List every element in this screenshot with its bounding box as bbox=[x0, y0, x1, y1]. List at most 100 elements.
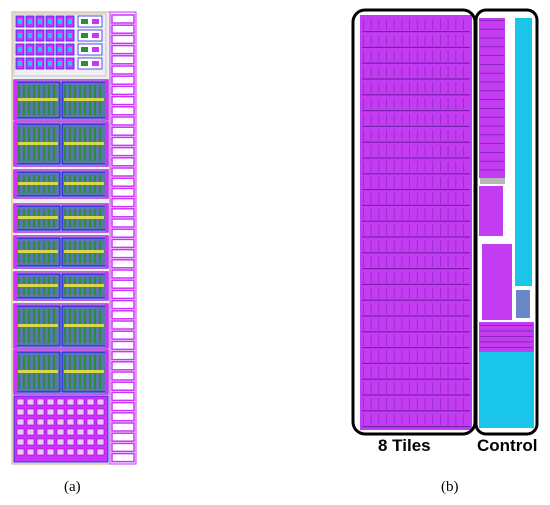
tile-column-line bbox=[447, 303, 449, 315]
tile-column-line bbox=[409, 319, 410, 331]
tile-column-line bbox=[378, 319, 380, 331]
tile-column-line bbox=[401, 256, 403, 267]
tile-column-line bbox=[386, 177, 387, 188]
control-band-line bbox=[480, 341, 533, 343]
tile-column-line bbox=[386, 145, 387, 157]
cell-rail bbox=[64, 182, 104, 185]
tile-column-line bbox=[432, 98, 434, 109]
control-small-cells bbox=[516, 290, 530, 318]
control-row-line bbox=[480, 108, 504, 109]
tile-column-line bbox=[401, 50, 403, 62]
tile-column-line bbox=[378, 50, 380, 62]
tile-column-line bbox=[447, 208, 449, 220]
tile-column-line bbox=[447, 366, 449, 378]
tile-column-line bbox=[416, 82, 418, 94]
tile-column-line bbox=[370, 145, 372, 157]
control-cyan-column bbox=[515, 18, 532, 286]
pad-cell bbox=[111, 44, 135, 55]
tile-column-line bbox=[393, 98, 395, 109]
tile-column-line bbox=[424, 208, 426, 220]
tile-row-divider bbox=[362, 31, 470, 33]
tile-column-line bbox=[463, 34, 464, 46]
band-edge bbox=[14, 80, 17, 120]
tile-column-line bbox=[393, 398, 395, 410]
tile-column-line bbox=[440, 414, 441, 425]
tile-column-line bbox=[378, 145, 380, 157]
tile-column-line bbox=[409, 303, 410, 315]
tile-column-line bbox=[463, 256, 464, 267]
tile-column-line bbox=[386, 382, 387, 394]
tile-column-line bbox=[424, 145, 426, 157]
pad-cell bbox=[111, 218, 135, 228]
tile-row-divider bbox=[362, 110, 470, 112]
tile-row-divider bbox=[362, 268, 470, 270]
tile-column-line bbox=[447, 319, 449, 331]
tiles-grid bbox=[362, 19, 470, 428]
panel-a-caption: (a) bbox=[64, 479, 81, 495]
tile-column-line bbox=[363, 256, 364, 267]
tile-column-line bbox=[416, 50, 418, 62]
tile-column-line bbox=[386, 335, 387, 346]
bottom-cell bbox=[36, 438, 45, 446]
tile-column-line bbox=[378, 366, 380, 378]
tile-column-line bbox=[378, 19, 380, 30]
pad-cell bbox=[111, 412, 135, 422]
band-edge bbox=[105, 204, 108, 232]
tile-column-line bbox=[401, 240, 403, 252]
bottom-cell bbox=[46, 438, 55, 446]
tile-column-line bbox=[378, 335, 380, 346]
tile-column-line bbox=[440, 129, 441, 141]
top-side-core bbox=[81, 61, 88, 66]
top-side-core bbox=[81, 19, 88, 24]
tile-column-line bbox=[447, 161, 449, 173]
tile-row-divider bbox=[362, 189, 470, 191]
tile-column-line bbox=[424, 50, 426, 62]
band-edge bbox=[14, 204, 17, 232]
pad-cell bbox=[111, 95, 135, 106]
control-row-line bbox=[480, 160, 504, 162]
tile-column-line bbox=[440, 271, 441, 283]
band-edge bbox=[105, 122, 108, 166]
top-side-cell bbox=[77, 15, 103, 28]
pad-cell bbox=[111, 14, 135, 24]
tile-column-line bbox=[401, 350, 403, 362]
tile-column-line bbox=[424, 256, 426, 267]
tile-column-line bbox=[463, 398, 464, 410]
pad-cell bbox=[111, 116, 135, 126]
tile-row-divider bbox=[362, 252, 470, 254]
tile-column-line bbox=[363, 240, 364, 252]
pad-cell bbox=[111, 299, 135, 310]
pad-cell bbox=[111, 340, 135, 351]
top-cell-core bbox=[48, 61, 52, 66]
tile-column-line bbox=[370, 129, 372, 141]
tile-column-line bbox=[432, 50, 434, 62]
tile-column-line bbox=[378, 129, 380, 141]
tile-column-line bbox=[440, 34, 441, 46]
tile-row-divider bbox=[362, 378, 470, 380]
tile-row-divider bbox=[362, 204, 470, 206]
control-row-line bbox=[480, 134, 504, 136]
cell-rail bbox=[64, 284, 104, 287]
tile-column-line bbox=[378, 34, 380, 46]
tile-column-line bbox=[455, 129, 457, 141]
top-side-core bbox=[92, 19, 99, 24]
tile-column-line bbox=[440, 50, 441, 62]
tile-column-line bbox=[401, 366, 403, 378]
control-row-line bbox=[480, 64, 504, 65]
top-cell-core bbox=[68, 19, 72, 24]
tile-column-line bbox=[401, 113, 403, 125]
tile-column-line bbox=[409, 224, 410, 236]
pad-cell bbox=[111, 136, 135, 147]
control-row-line bbox=[480, 81, 504, 83]
tile-column-line bbox=[424, 414, 426, 425]
tile-column-line bbox=[455, 319, 457, 331]
tile-column-line bbox=[440, 192, 441, 204]
tile-column-line bbox=[363, 319, 364, 331]
tile-column-line bbox=[378, 256, 380, 267]
tile-column-line bbox=[386, 192, 387, 204]
tile-row-divider bbox=[362, 299, 470, 301]
tile-column-line bbox=[424, 271, 426, 283]
tile-column-line bbox=[401, 19, 403, 30]
cell-rail bbox=[18, 250, 58, 253]
tile-column-line bbox=[401, 382, 403, 394]
